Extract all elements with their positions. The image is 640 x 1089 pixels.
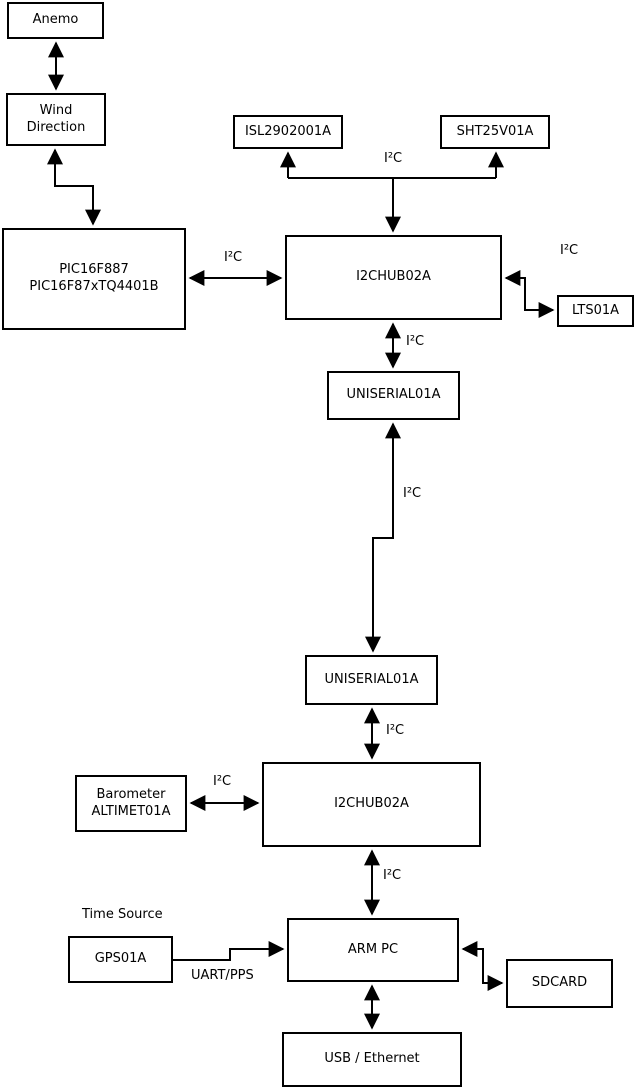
edge-label-i2c-uniserial-link: I²C	[403, 486, 422, 501]
node-i2chub02a-1: I2CHUB02A	[285, 235, 502, 320]
node-anemo: Anemo	[7, 2, 104, 39]
node-i2chub02a-2: I2CHUB02A	[262, 762, 481, 847]
edge-uniserial1-uniserial2	[365, 422, 401, 653]
node-gps01a: GPS01A	[68, 936, 173, 983]
edge-label-i2c-pic-hub1: I²C	[224, 250, 243, 265]
node-lts01a: LTS01A	[557, 295, 634, 327]
node-pic16f887: PIC16F887 PIC16F87xTQ4401B	[2, 228, 186, 330]
node-usb-ethernet: USB / Ethernet	[282, 1032, 462, 1087]
edge-hub1-lts	[504, 270, 555, 318]
edge-label-i2c-hub1-lts: I²C	[560, 243, 579, 258]
node-sht25v01a: SHT25V01A	[440, 115, 550, 149]
node-wind-direction: Wind Direction	[6, 93, 106, 146]
node-uniserial01a-1: UNISERIAL01A	[327, 371, 460, 420]
annotation-time-source: Time Source	[82, 907, 163, 922]
edge-label-i2c-hub1-uniserial1: I²C	[406, 334, 425, 349]
node-barometer-altimet01a: Barometer ALTIMET01A	[75, 775, 187, 832]
edge-label-i2c-hub2-armpc: I²C	[383, 868, 402, 883]
node-isl2902001a: ISL2902001A	[233, 115, 343, 149]
annotation-uart-pps: UART/PPS	[191, 968, 254, 983]
edge-label-i2c-uniserial2-hub2: I²C	[386, 723, 405, 738]
node-arm-pc: ARM PC	[287, 918, 459, 982]
edge-label-i2c-barometer-hub2: I²C	[213, 774, 232, 789]
node-sdcard: SDCARD	[506, 959, 613, 1008]
node-uniserial01a-2: UNISERIAL01A	[305, 655, 438, 705]
edge-gps-armpc	[173, 941, 285, 961]
edge-label-i2c-sensor-bus: I²C	[384, 151, 403, 166]
edge-armpc-sdcard	[461, 941, 504, 991]
edge-wind-pic	[47, 148, 101, 226]
